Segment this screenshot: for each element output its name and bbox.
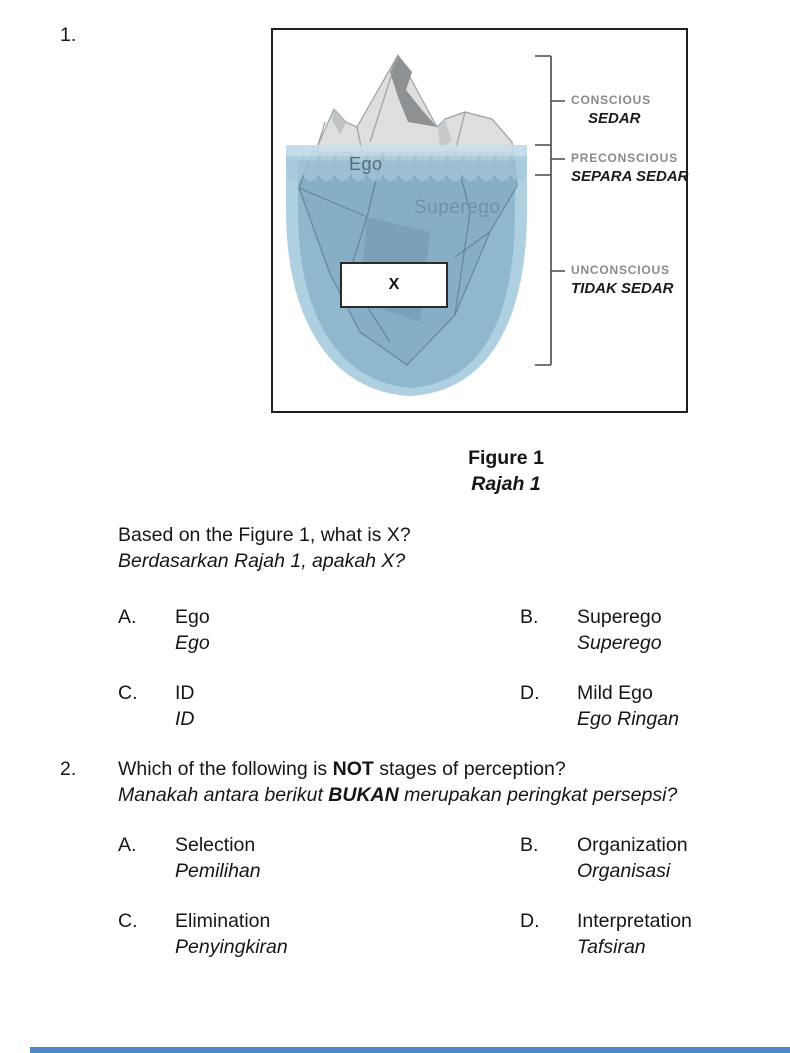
zone-conscious-en: CONSCIOUS — [571, 93, 651, 107]
question-1-number: 1. — [60, 24, 77, 46]
zone-bracket — [535, 55, 565, 366]
figure-caption-en: Figure 1 — [468, 447, 544, 469]
superego-label: Superego — [414, 197, 501, 218]
question-2-text-en: Which of the following is NOT stages of … — [118, 758, 566, 780]
ego-label: Ego — [349, 154, 383, 174]
zone-unconscious-en: UNCONSCIOUS — [571, 263, 670, 277]
q1-option-d-letter: D. — [520, 682, 540, 704]
wave-band-mid — [286, 156, 527, 181]
q1-option-c-letter: C. — [118, 682, 138, 704]
question-1-text-my: Berdasarkan Rajah 1, apakah X? — [118, 550, 406, 572]
figure-1-diagram: Ego Superego X CONSCIOUS SEDAR PRECONSCI… — [271, 28, 689, 413]
zone-preconscious-my: SEPARA SEDAR — [571, 168, 689, 185]
q1-option-a-letter: A. — [118, 606, 137, 628]
figure-caption-my: Rajah 1 — [471, 473, 541, 495]
q2-option-d-letter: D. — [520, 910, 540, 932]
zone-conscious: CONSCIOUS SEDAR — [571, 93, 651, 128]
x-box-label: X — [388, 276, 400, 293]
question-2-text-my: Manakah antara berikut BUKAN merupakan p… — [118, 784, 678, 806]
figure-caption: Figure 1 Rajah 1 — [468, 445, 544, 497]
zone-preconscious-en: PRECONSCIOUS — [571, 151, 678, 165]
q2-option-c-letter: C. — [118, 910, 138, 932]
q1-option-b-letter: B. — [520, 606, 539, 628]
question-1-text-en: Based on the Figure 1, what is X? — [118, 524, 411, 546]
question-2-text: Which of the following is NOT stages of … — [118, 756, 677, 808]
bottom-accent-bar — [30, 1047, 790, 1053]
q2-option-a-letter: A. — [118, 834, 137, 856]
zone-conscious-my: SEDAR — [588, 110, 641, 127]
zone-unconscious: UNCONSCIOUS TIDAK SEDAR — [571, 263, 674, 298]
question-2-number: 2. — [60, 758, 77, 780]
iceberg-above-water — [317, 54, 514, 153]
question-1-text: Based on the Figure 1, what is X? Berdas… — [118, 522, 411, 574]
zone-unconscious-my: TIDAK SEDAR — [571, 280, 674, 297]
iceberg-shadow-facet — [390, 55, 437, 127]
x-box: X — [340, 262, 448, 308]
q2-option-b-letter: B. — [520, 834, 539, 856]
iceberg-illustration — [286, 54, 565, 396]
zone-preconscious: PRECONSCIOUS SEPARA SEDAR — [571, 151, 689, 186]
